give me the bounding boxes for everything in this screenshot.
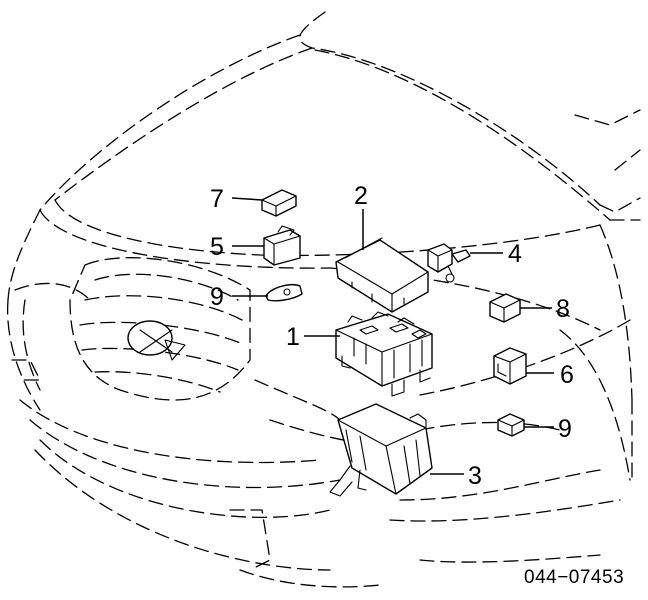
- callout-1: 1: [286, 323, 300, 351]
- callout-9-lower: 9: [558, 415, 572, 443]
- part-4-fusible-link: [427, 243, 471, 283]
- callout-2: 2: [354, 182, 368, 210]
- part-9-upper-clip: [265, 284, 303, 302]
- callout-labels: 7 2 5 4 9 8 1 6 9 3: [210, 182, 574, 490]
- part-1-relay-block: [335, 311, 433, 397]
- callout-4: 4: [508, 240, 522, 268]
- vehicle-phantom-outline: [6, 11, 641, 588]
- leader-lines: [231, 197, 554, 475]
- callout-7: 7: [210, 185, 224, 213]
- callout-5: 5: [210, 233, 224, 261]
- part-2-fuse-box-cover: [335, 237, 429, 313]
- part-5-relay: [263, 225, 301, 266]
- part-8-relay: [489, 293, 521, 323]
- callout-8: 8: [556, 295, 570, 323]
- diagram-reference-number: 044−07453: [524, 567, 624, 588]
- callout-9-upper: 9: [210, 283, 224, 311]
- part-9-lower-clip: [497, 413, 525, 437]
- part-3-lower-case: [329, 403, 433, 497]
- callout-3: 3: [468, 462, 482, 490]
- toyota-emblem: [127, 320, 186, 361]
- callout-6: 6: [560, 361, 574, 389]
- part-6-relay: [493, 347, 527, 385]
- part-7-relay-cover: [261, 189, 297, 217]
